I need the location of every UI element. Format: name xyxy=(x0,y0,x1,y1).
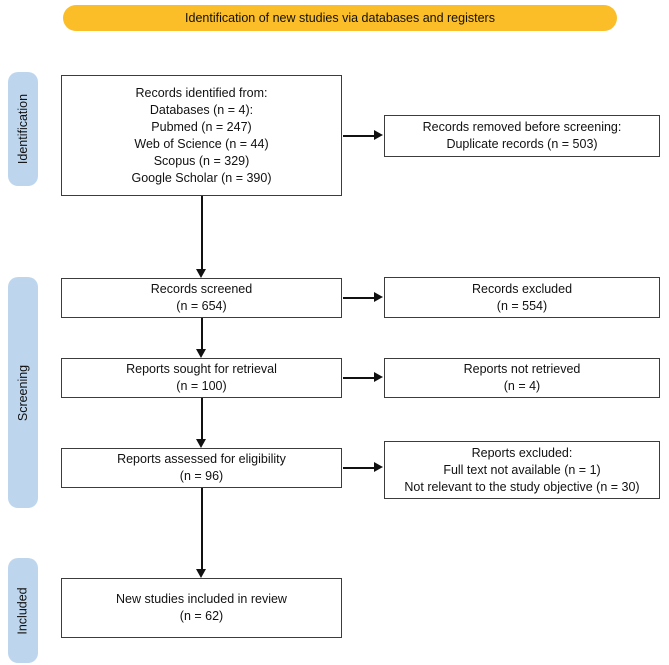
box-line: (n = 4) xyxy=(503,379,541,393)
arrow-assessed-to-included xyxy=(201,488,203,570)
arrow-sought-to-not-retrieved xyxy=(343,377,374,379)
box-reports-assessed: Reports assessed for eligibility (n = 96… xyxy=(61,448,342,488)
stage-identification-label: Identification xyxy=(16,93,30,165)
banner-databases-registers: Identification of new studies via databa… xyxy=(63,5,617,31)
arrow-identified-to-removed xyxy=(343,135,374,137)
box-reports-excluded: Reports excluded: Full text not availabl… xyxy=(384,441,660,499)
box-reports-not-retrieved: Reports not retrieved (n = 4) xyxy=(384,358,660,398)
arrow-screened-to-sought xyxy=(201,318,203,350)
box-line: Pubmed (n = 247) xyxy=(151,119,252,134)
arrowhead-right-icon xyxy=(374,292,383,302)
arrowhead-right-icon xyxy=(374,130,383,140)
arrow-identified-to-screened xyxy=(201,196,203,270)
stage-screening-label: Screening xyxy=(16,364,31,421)
box-line: Records excluded xyxy=(471,281,573,296)
arrow-screened-to-excluded xyxy=(343,297,374,299)
box-line: Not relevant to the study objective (n =… xyxy=(404,479,640,494)
box-records-identified: Records identified from: Databases (n = … xyxy=(61,75,342,196)
box-line: Records screened xyxy=(150,282,253,296)
box-line: Scopus (n = 329) xyxy=(153,153,250,168)
box-line: Reports sought for retrieval xyxy=(126,362,277,376)
box-line: Records removed before screening: xyxy=(422,120,622,134)
box-line: (n = 654) xyxy=(176,299,227,313)
box-records-removed: Records removed before screening: Duplic… xyxy=(384,115,660,157)
box-new-studies-included: New studies included in review (n = 62) xyxy=(61,578,342,638)
arrowhead-down-icon xyxy=(196,439,206,448)
arrowhead-right-icon xyxy=(374,462,383,472)
arrowhead-down-icon xyxy=(196,269,206,278)
stage-included: Included xyxy=(8,558,38,663)
box-line: Databases (n = 4): xyxy=(149,102,254,117)
box-records-screened: Records screened (n = 654) xyxy=(61,278,342,318)
box-line: (n = 100) xyxy=(176,379,227,393)
box-line: New studies included in review xyxy=(116,592,287,606)
arrowhead-right-icon xyxy=(374,372,383,382)
arrowhead-down-icon xyxy=(196,569,206,578)
box-line: Reports assessed for eligibility xyxy=(117,452,286,466)
stage-screening: Screening xyxy=(8,277,38,508)
stage-included-label: Included xyxy=(16,586,31,635)
box-line: Duplicate records (n = 503) xyxy=(446,137,598,151)
box-line: Web of Science (n = 44) xyxy=(134,136,269,151)
stage-identification: Identification xyxy=(8,72,38,186)
box-line: Reports excluded: xyxy=(471,445,573,460)
box-line: (n = 62) xyxy=(179,609,224,623)
banner-label: Identification of new studies via databa… xyxy=(185,11,495,25)
box-reports-sought: Reports sought for retrieval (n = 100) xyxy=(61,358,342,398)
arrow-assessed-to-reports-excluded xyxy=(343,467,374,469)
box-line: Reports not retrieved xyxy=(463,362,581,376)
box-line: Full text not available (n = 1) xyxy=(443,462,601,477)
box-line: (n = 554) xyxy=(496,298,548,313)
box-line: Google Scholar (n = 390) xyxy=(131,170,272,185)
box-line: Records identified from: xyxy=(135,85,268,100)
arrow-sought-to-assessed xyxy=(201,398,203,440)
box-line: (n = 96) xyxy=(179,469,224,483)
arrowhead-down-icon xyxy=(196,349,206,358)
box-records-excluded: Records excluded (n = 554) xyxy=(384,277,660,318)
